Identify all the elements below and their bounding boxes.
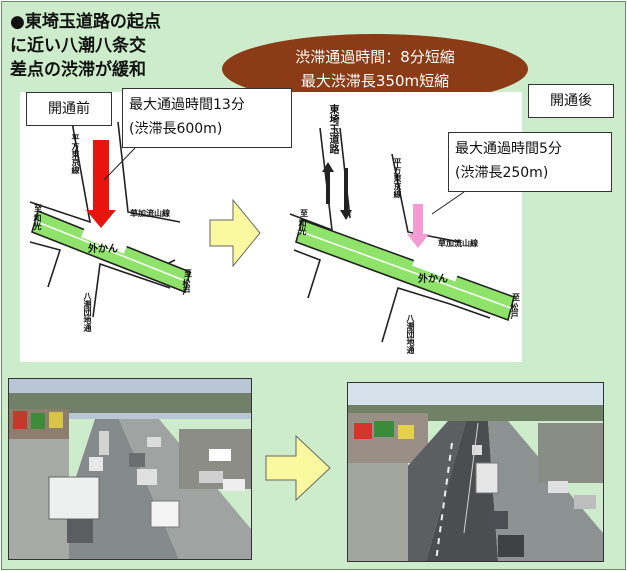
before-congestion-arrow <box>86 140 116 228</box>
headline-line-1: ●東埼玉道路の起点 <box>10 12 161 32</box>
before-callout-time: 最大通過時間13分 <box>129 97 245 113</box>
to-wako-after-1: 至 <box>300 209 308 218</box>
to-matsudo-after-1: 至 <box>512 293 520 302</box>
road-label-sotokan-before: 外かん <box>88 244 118 255</box>
road-label-yashio-after: 八潮団地通 <box>406 314 415 354</box>
photo-transition-arrow <box>262 432 334 504</box>
before-opening-label: 開通前 <box>26 92 112 126</box>
road-label-sotokan-after: 外かん <box>418 274 448 285</box>
after-north-arrow <box>322 162 334 204</box>
after-callout: 最大通過時間5分 (渋滞長250m) <box>448 132 612 192</box>
after-intersection <box>289 127 515 343</box>
to-matsudo-before-1: 至 <box>184 269 192 278</box>
intersection-diagrams <box>29 121 515 343</box>
road-label-hirakata-before: 平方東京線 <box>71 134 80 174</box>
after-south-arrow <box>340 168 352 220</box>
to-wako-after-2: 和光 <box>298 219 307 235</box>
road-label-soka-after: 草加流山線 <box>438 239 478 248</box>
headline-line-3: 差点の渋滞が緩和 <box>10 60 146 80</box>
to-wako-before-2: 和光 <box>33 214 42 230</box>
transition-arrow <box>209 198 261 268</box>
after-opening-label: 開通後 <box>528 84 614 118</box>
before-callout: 最大通過時間13分 (渋滞長600m) <box>122 88 292 148</box>
summary-line-1: 渋滞通過時間：8分短縮 <box>295 48 455 66</box>
to-matsudo-before-2: 松戸 <box>182 279 191 295</box>
road-label-higashi-saitama: 東埼玉道路 <box>327 104 338 154</box>
before-intersection <box>29 121 191 318</box>
to-wako-before-1: 至 <box>34 204 42 213</box>
summary-line-2: 最大渋滞長350m短縮 <box>300 72 450 90</box>
after-callout-time: 最大通過時間5分 <box>455 141 562 157</box>
headline-line-2: に近い八潮八条交 <box>10 36 146 56</box>
road-label-hirakata-after: 平方東京線 <box>393 158 402 198</box>
road-label-soka-before: 草加流山線 <box>130 209 170 218</box>
after-congestion-arrow <box>407 204 429 248</box>
headline: ●東埼玉道路の起点 に近い八潮八条交 差点の渋滞が緩和 <box>10 10 230 82</box>
photo-before-opening <box>8 378 252 560</box>
after-callout-length: (渋滞長250m) <box>455 165 549 181</box>
before-callout-length: (渋滞長600m) <box>129 121 223 137</box>
road-label-yashio-before: 八潮団地通 <box>83 292 92 332</box>
to-matsudo-after-2: 松戸 <box>510 303 519 319</box>
photo-after-opening <box>347 382 604 562</box>
